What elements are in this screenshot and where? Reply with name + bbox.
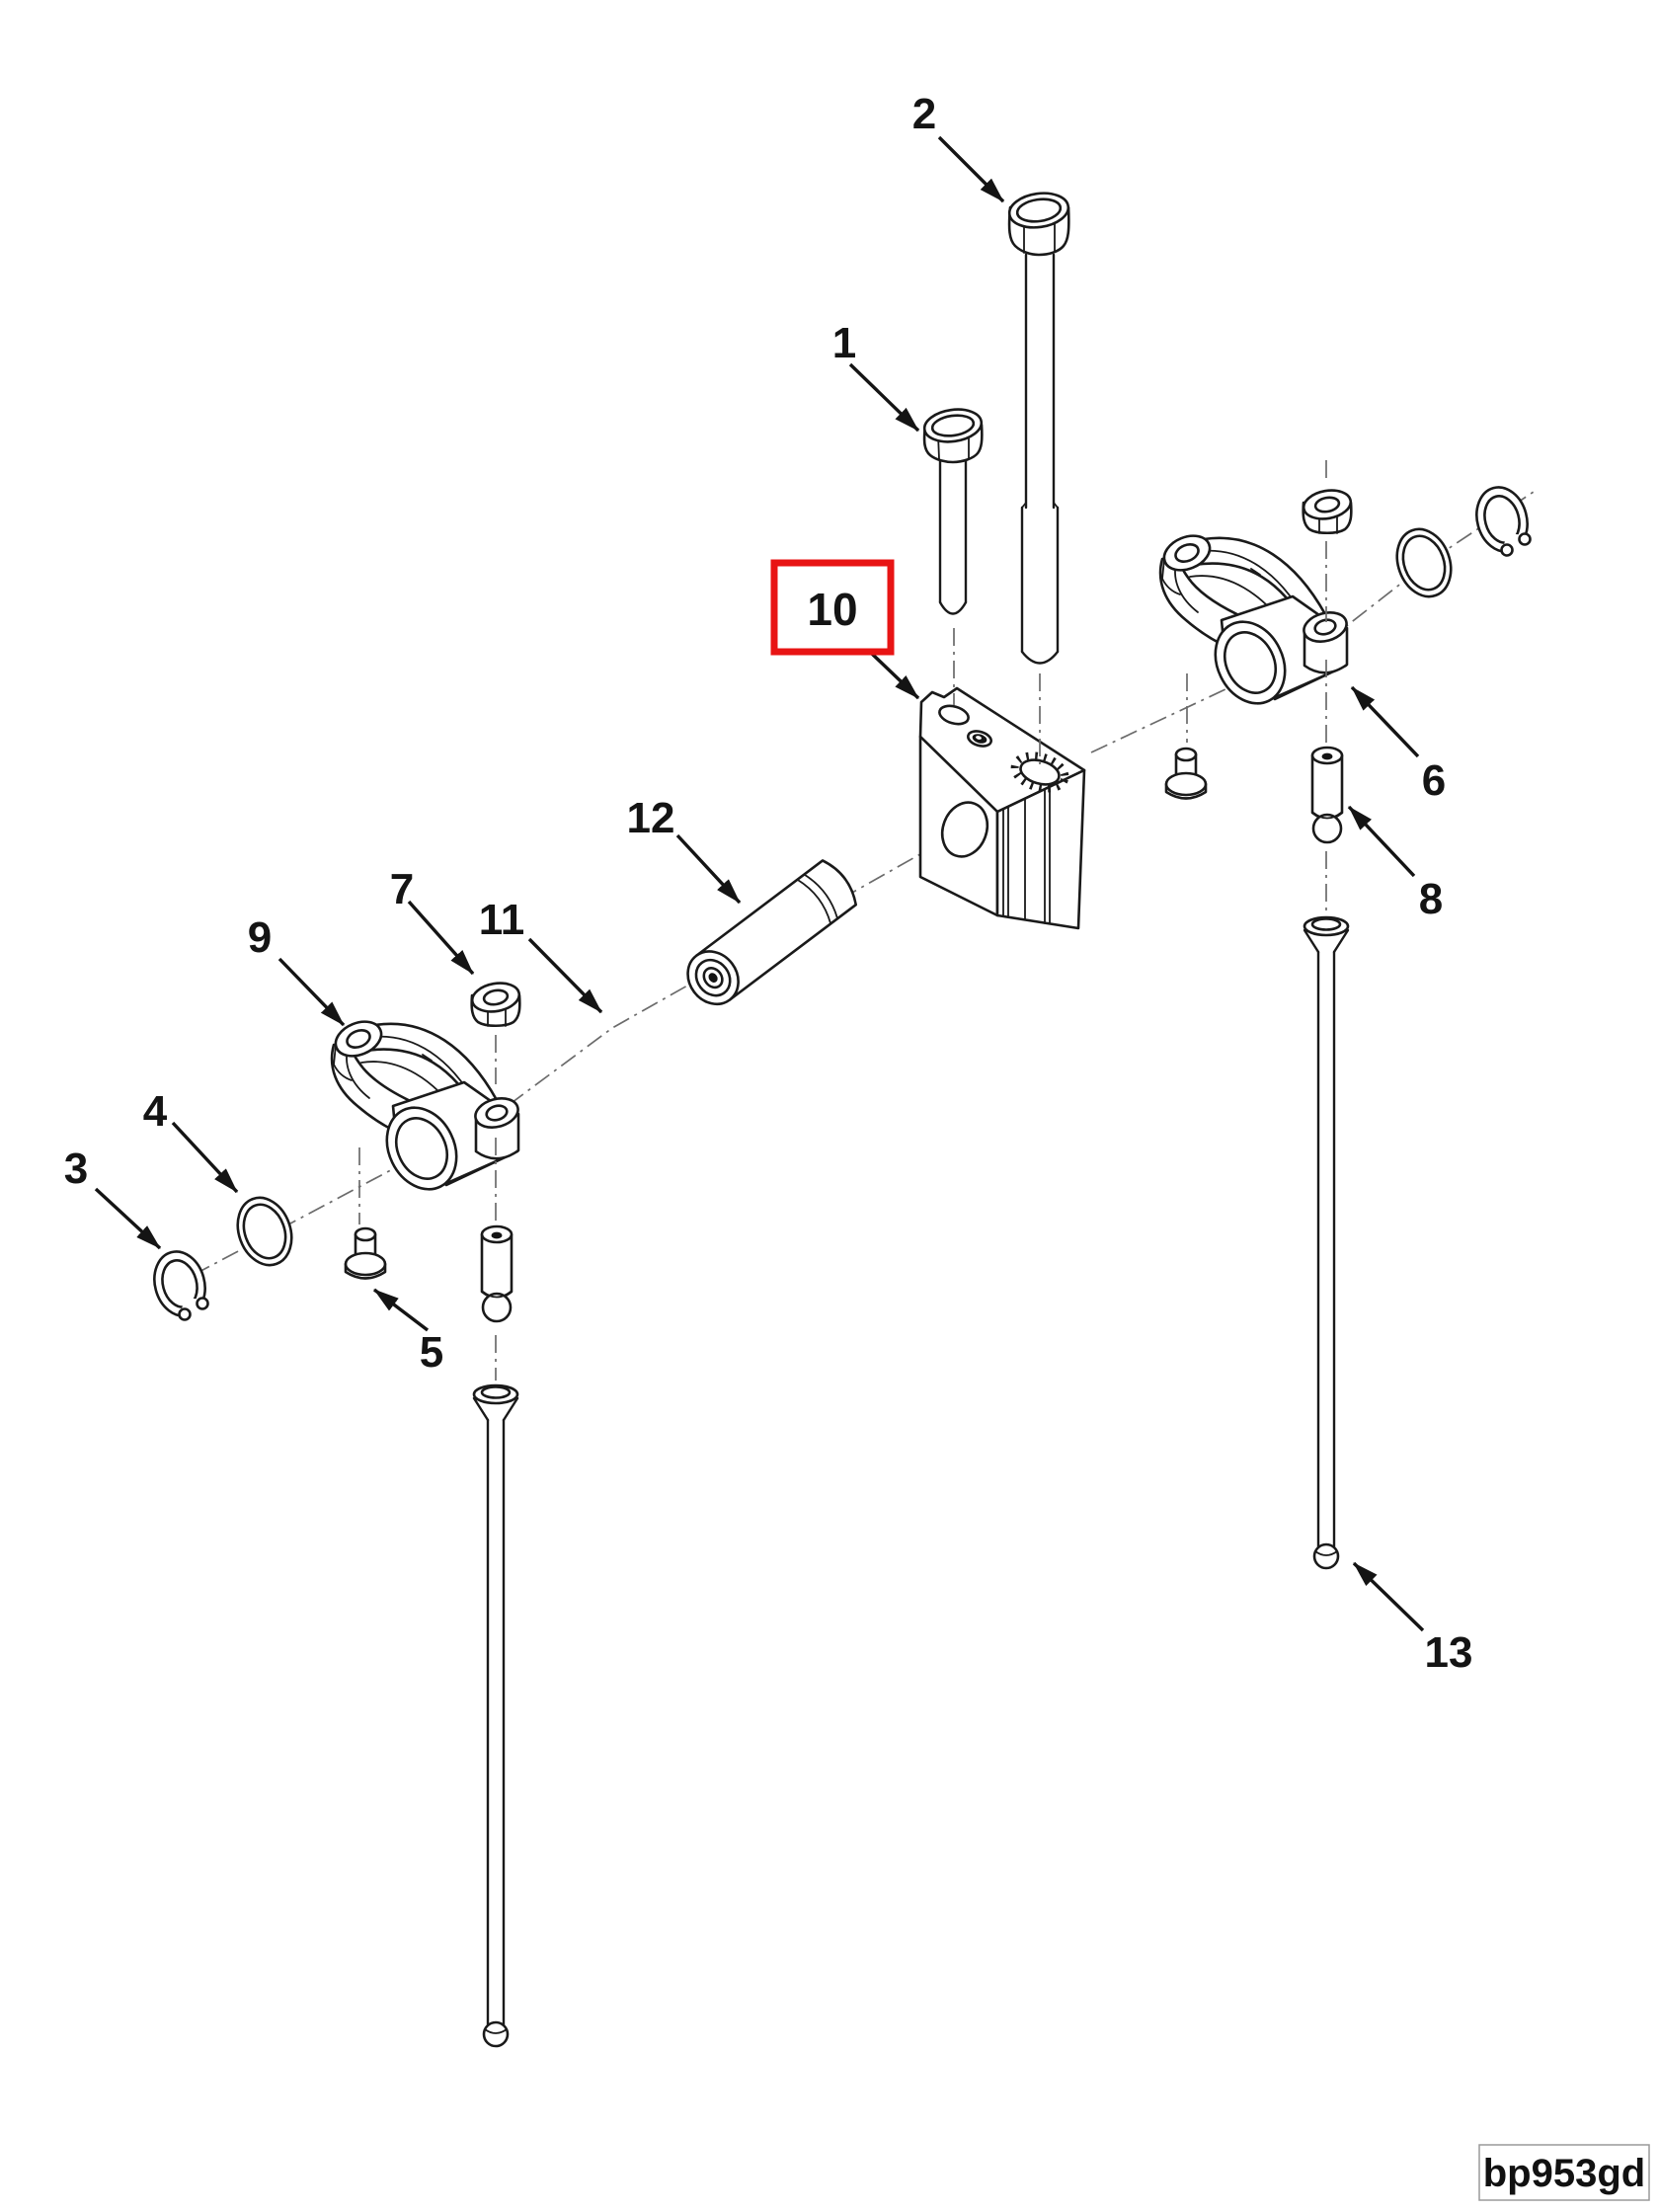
plug-left [344, 1226, 387, 1280]
pushrod-left [472, 1383, 519, 2048]
leader-arrow-13 [1352, 1561, 1425, 1632]
callout-11-label: 11 [479, 896, 525, 944]
leader-arrow-2 [937, 135, 1005, 203]
oring-left [227, 1188, 302, 1275]
leader-arrow-4 [171, 1121, 239, 1194]
adjusting-screw-left [480, 1224, 514, 1323]
callout-8-label: 8 [1419, 875, 1443, 923]
leader-arrow-7 [407, 900, 475, 976]
hex-nut-right [1300, 485, 1355, 535]
rocker-pedestal-block [918, 686, 1086, 930]
callout-1-label: 1 [832, 319, 856, 367]
callout-2-label: 2 [912, 90, 936, 138]
leader-arrow-1 [848, 362, 920, 433]
callout-10-label: 10 [807, 584, 857, 635]
callout-6-label: 6 [1422, 756, 1446, 805]
pushrod-right [1303, 915, 1350, 1570]
leader-arrow-3 [94, 1187, 162, 1250]
leader-arrow-8 [1347, 805, 1416, 878]
flange-bolt-long [1007, 192, 1070, 665]
adjusting-screw-right [1310, 746, 1344, 844]
plug-right [1164, 747, 1208, 800]
leader-arrow-12 [675, 833, 742, 905]
leader-arrow-9 [277, 957, 346, 1027]
leader-arrows [94, 135, 1425, 1632]
figure-code-box: bp953gd [1478, 2144, 1650, 2201]
snap-ring-right [1468, 480, 1536, 560]
centerlines-vertical [358, 460, 1327, 1381]
callout-3-label: 3 [64, 1145, 88, 1193]
snap-ring-left [146, 1244, 213, 1324]
highlight-box-10: 10 [770, 559, 895, 656]
flange-bolt-short [922, 408, 984, 615]
hex-nut-left [468, 978, 523, 1028]
callout-12-label: 12 [627, 794, 675, 842]
leader-arrow-6 [1350, 685, 1420, 758]
callout-13-label: 13 [1425, 1628, 1473, 1677]
oring-right [1386, 519, 1462, 606]
callout-9-label: 9 [248, 913, 272, 962]
rocker-shaft-pin [686, 859, 858, 1006]
callout-5-label: 5 [420, 1328, 443, 1377]
callout-4-label: 4 [143, 1087, 168, 1136]
callout-7-label: 7 [390, 865, 414, 913]
figure-code-text: bp953gd [1483, 2152, 1645, 2195]
callout-labels: 1 2 3 4 5 6 7 8 9 11 12 13 [64, 90, 1473, 1677]
leader-arrow-11 [527, 937, 603, 1014]
leader-arrow-5 [372, 1288, 430, 1332]
